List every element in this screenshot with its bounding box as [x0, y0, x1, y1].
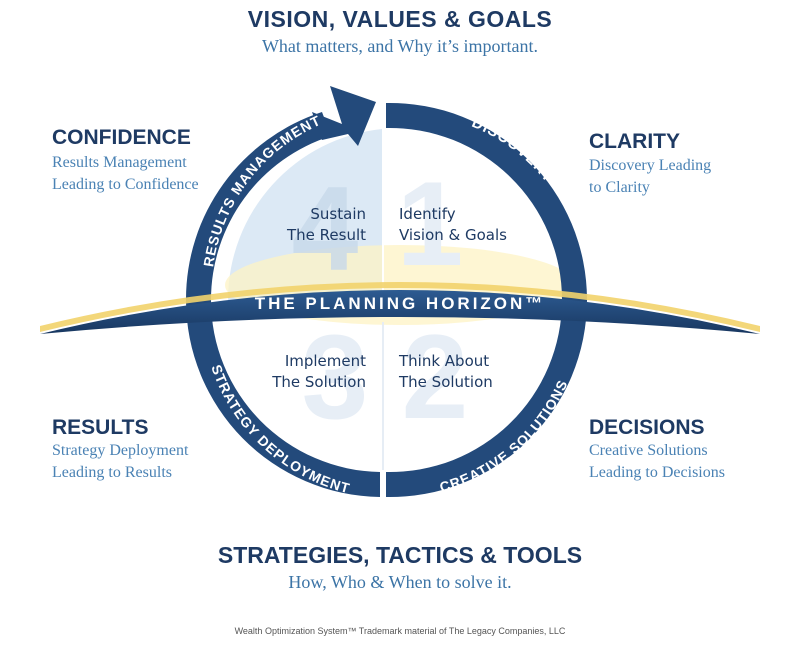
- decisions-line1: Creative Solutions: [589, 442, 708, 459]
- quadrant-number-3: 3: [302, 310, 369, 444]
- clarity-line1: Discovery Leading: [589, 157, 712, 174]
- clarity-title: CLARITY: [589, 130, 680, 153]
- quadrant-number-2: 2: [402, 310, 469, 444]
- decisions-line2: Leading to Decisions: [589, 464, 725, 481]
- bottom-title: STRATEGIES, TACTICS & TOOLS: [217, 542, 583, 568]
- results-line1: Strategy Deployment: [52, 442, 189, 459]
- top-subtitle: What matters, and Why it’s important.: [261, 36, 539, 56]
- ring-left-upper: [185, 112, 331, 300]
- confidence-title: CONFIDENCE: [52, 126, 191, 149]
- quadrant-1-line1: Identify: [399, 205, 456, 223]
- planning-horizon-band: [40, 290, 760, 334]
- ring-arrowhead: [312, 86, 376, 146]
- ring-right: [386, 102, 587, 498]
- bottom-subtitle: How, Who & When to solve it.: [288, 572, 512, 592]
- clarity-line2: to Clarity: [589, 179, 650, 196]
- quadrant-number-4: 4: [292, 162, 359, 296]
- top-title: VISION, VALUES & GOALS: [247, 6, 553, 32]
- quadrant-3-line1: Implement: [285, 352, 366, 370]
- quadrant-number-1: 1: [397, 157, 464, 291]
- horizon-label: THE PLANNING HORIZON™: [255, 294, 546, 313]
- quadrant-2-line1: Think About: [398, 352, 489, 370]
- horizon-glow-edge: [40, 282, 760, 332]
- results-title: RESULTS: [52, 416, 149, 439]
- quadrant-3-line2: The Solution: [271, 373, 366, 391]
- quadrant-2-line2: The Solution: [398, 373, 493, 391]
- quadrant-4-line1: Sustain: [310, 205, 366, 223]
- quadrant-4-line2: The Result: [286, 226, 366, 244]
- results-line2: Leading to Results: [52, 464, 172, 481]
- decisions-title: DECISIONS: [589, 416, 705, 439]
- confidence-line1: Results Management: [52, 154, 187, 171]
- quadrant-1-line2: Vision & Goals: [399, 226, 507, 244]
- confidence-line2: Leading to Confidence: [52, 176, 199, 193]
- footer-trademark: Wealth Optimization System™ Trademark ma…: [234, 626, 566, 636]
